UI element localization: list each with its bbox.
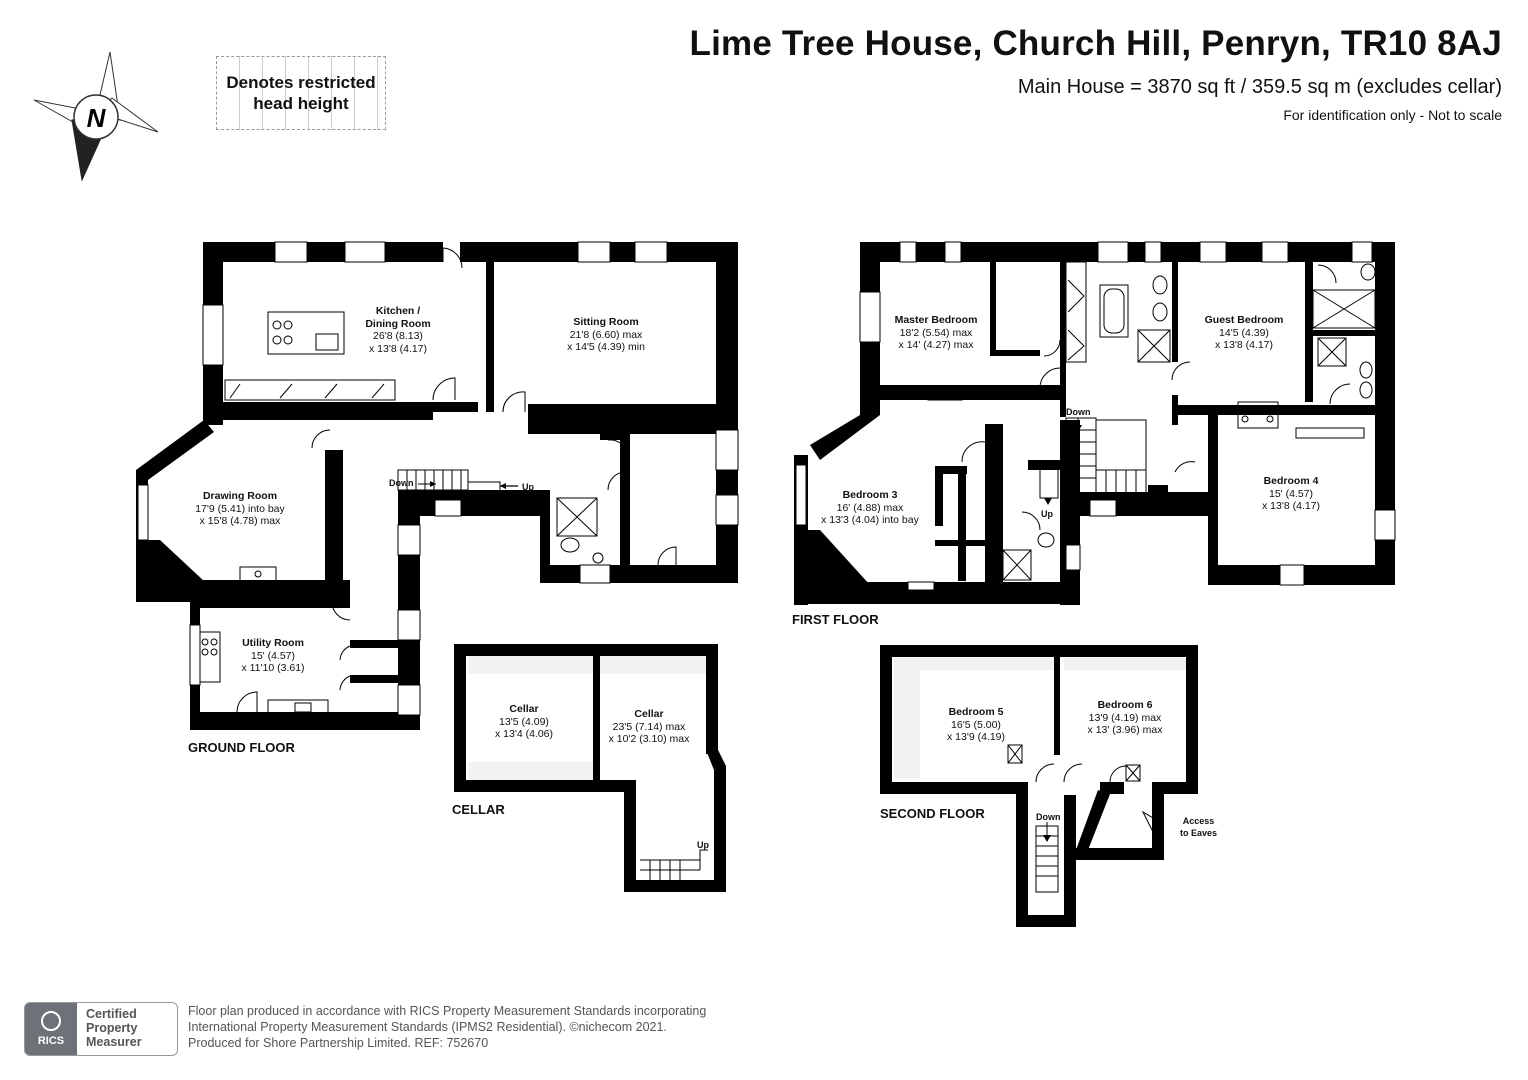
room-dimension: x 13'3 (4.04) into bay (821, 514, 919, 526)
footer-line-1: Floor plan produced in accordance with R… (188, 1004, 707, 1018)
room-utility: Utility Room 15' (4.57) x 11'10 (3.61) (241, 637, 304, 675)
room-name: Sitting Room (573, 316, 639, 328)
access-to-eaves-label: Access to Eaves (1180, 815, 1217, 839)
room-bedroom-5: Bedroom 5 16'5 (5.00) x 13'9 (4.19) (947, 706, 1005, 744)
property-area: Main House = 3870 sq ft / 359.5 sq m (ex… (1017, 76, 1502, 98)
first-floor-plan (794, 241, 1396, 605)
room-bedroom-6: Bedroom 6 13'9 (4.19) max x 13' (3.96) m… (1088, 699, 1163, 737)
room-drawing: Drawing Room 17'9 (5.41) into bay x 15'8… (195, 490, 285, 528)
rics-emblem-icon (41, 1011, 61, 1031)
room-name: Master Bedroom (894, 314, 978, 326)
certified-property-measurer: Certified Property Measurer (86, 1007, 142, 1049)
stairs-up-label-first: Up (1041, 509, 1053, 519)
restricted-head-height-legend: Denotes restricted head height (216, 56, 386, 130)
room-master-bedroom: Master Bedroom 18'2 (5.54) max x 14' (4.… (895, 314, 978, 352)
room-dimension: x 11'10 (3.61) (241, 662, 305, 674)
stairs-down-label-second: Down (1036, 812, 1061, 822)
room-kitchen-dining: Kitchen / Dining Room 26'8 (8.13) x 13'8… (365, 305, 430, 355)
room-dimension: 16' (4.88) max (836, 501, 904, 514)
room-dimension: 13'9 (4.19) max (1088, 711, 1162, 724)
room-dimension: 18'2 (5.54) max (899, 326, 973, 339)
room-dimension: x 13' (3.96) max (1087, 724, 1163, 736)
room-guest-bedroom: Guest Bedroom 14'5 (4.39) x 13'8 (4.17) (1205, 314, 1284, 352)
first-floor-fixtures (927, 261, 1376, 581)
property-title: Lime Tree House, Church Hill, Penryn, TR… (689, 24, 1502, 63)
footer-line-3: Produced for Shore Partnership Limited. … (188, 1036, 489, 1050)
ground-floor-fixtures (199, 247, 677, 715)
compass-north-label: N (87, 103, 107, 133)
room-dimension: 15' (4.57) (1268, 487, 1314, 500)
room-dimension: x 15'8 (4.78) max (199, 515, 281, 527)
room-cellar-2: Cellar 23'5 (7.14) max x 10'2 (3.10) max (609, 708, 690, 746)
legend-line-2: head height (253, 94, 349, 113)
room-dimension: 15' (4.57) (250, 649, 296, 662)
badge-line-2: Property (86, 1021, 138, 1035)
room-cellar-1: Cellar 13'5 (4.09) x 13'4 (4.06) (495, 703, 553, 741)
ground-floor-label: GROUND FLOOR (188, 740, 295, 755)
second-floor-label: SECOND FLOOR (880, 806, 985, 821)
room-name: Utility Room (242, 637, 304, 649)
room-dimension: 13'5 (4.09) (499, 715, 549, 728)
room-dimension: 14'5 (4.39) (1219, 326, 1269, 339)
room-dimension: x 13'4 (4.06) (494, 728, 554, 740)
rics-certified-badge: RICS Certified Property Measurer (24, 1002, 178, 1056)
room-dimension: x 10'2 (3.10) max (608, 733, 690, 745)
room-dimension: 17'9 (5.41) into bay (195, 502, 285, 515)
room-dimension: x 13'8 (4.17) (1261, 500, 1321, 512)
room-name: Dining Room (365, 317, 431, 330)
ground-floor-plan (136, 241, 739, 730)
ground-floor-doors-arrows (430, 481, 506, 489)
rics-logo-text: RICS (37, 1035, 65, 1047)
badge-line-3: Measurer (86, 1035, 142, 1049)
room-name: Guest Bedroom (1204, 314, 1284, 326)
first-floor-label: FIRST FLOOR (792, 612, 879, 627)
eaves-line-2: to Eaves (1180, 828, 1218, 838)
room-sitting: Sitting Room 21'8 (6.60) max x 14'5 (4.3… (567, 316, 645, 354)
room-dimension: x 13'8 (4.17) (1214, 339, 1274, 351)
rics-logo: RICS (25, 1003, 77, 1055)
cellar-plan (454, 644, 726, 892)
badge-line-1: Certified (86, 1007, 137, 1021)
room-name: Bedroom 3 (842, 489, 898, 501)
room-name: Bedroom 6 (1097, 699, 1153, 711)
footer-line-2: International Property Measurement Stand… (188, 1020, 667, 1034)
stairs-down-label-ground: Down (389, 478, 414, 488)
stairs-up-label-ground: Up (522, 482, 534, 492)
room-name: Cellar (509, 703, 539, 715)
second-floor-plan (880, 645, 1198, 927)
room-name: Drawing Room (202, 490, 278, 502)
cellar-floor-label: CELLAR (452, 802, 505, 817)
room-dimension: x 14'5 (4.39) min (567, 341, 645, 353)
room-dimension: 16'5 (5.00) (951, 718, 1001, 731)
room-dimension: 23'5 (7.14) max (612, 720, 686, 733)
room-dimension: x 14' (4.27) max (898, 339, 974, 351)
room-dimension: x 13'8 (4.17) (368, 342, 428, 355)
room-bedroom-3: Bedroom 3 16' (4.88) max x 13'3 (4.04) i… (821, 489, 919, 527)
first-floor-arrows (1044, 425, 1082, 505)
compass-rose-icon: N (33, 51, 159, 182)
stairs-up-label-cellar: Up (697, 840, 709, 850)
room-name: Bedroom 5 (948, 706, 1004, 718)
footer-disclaimer: Floor plan produced in accordance with R… (188, 1003, 706, 1051)
room-dimension: 21'8 (6.60) max (569, 328, 643, 341)
room-name: Bedroom 4 (1263, 475, 1319, 487)
legend-line-1: Denotes restricted (226, 73, 376, 92)
room-bedroom-4: Bedroom 4 15' (4.57) x 13'8 (4.17) (1262, 475, 1320, 513)
eaves-line-1: Access (1182, 816, 1215, 826)
identification-note: For identification only - Not to scale (1283, 107, 1502, 123)
room-name: Kitchen / (375, 305, 421, 317)
room-name: Cellar (634, 708, 664, 720)
room-dimension: x 13'9 (4.19) (946, 731, 1006, 743)
stairs-down-label-first: Down (1066, 407, 1091, 417)
room-dimension: 26'8 (8.13) (373, 330, 423, 342)
